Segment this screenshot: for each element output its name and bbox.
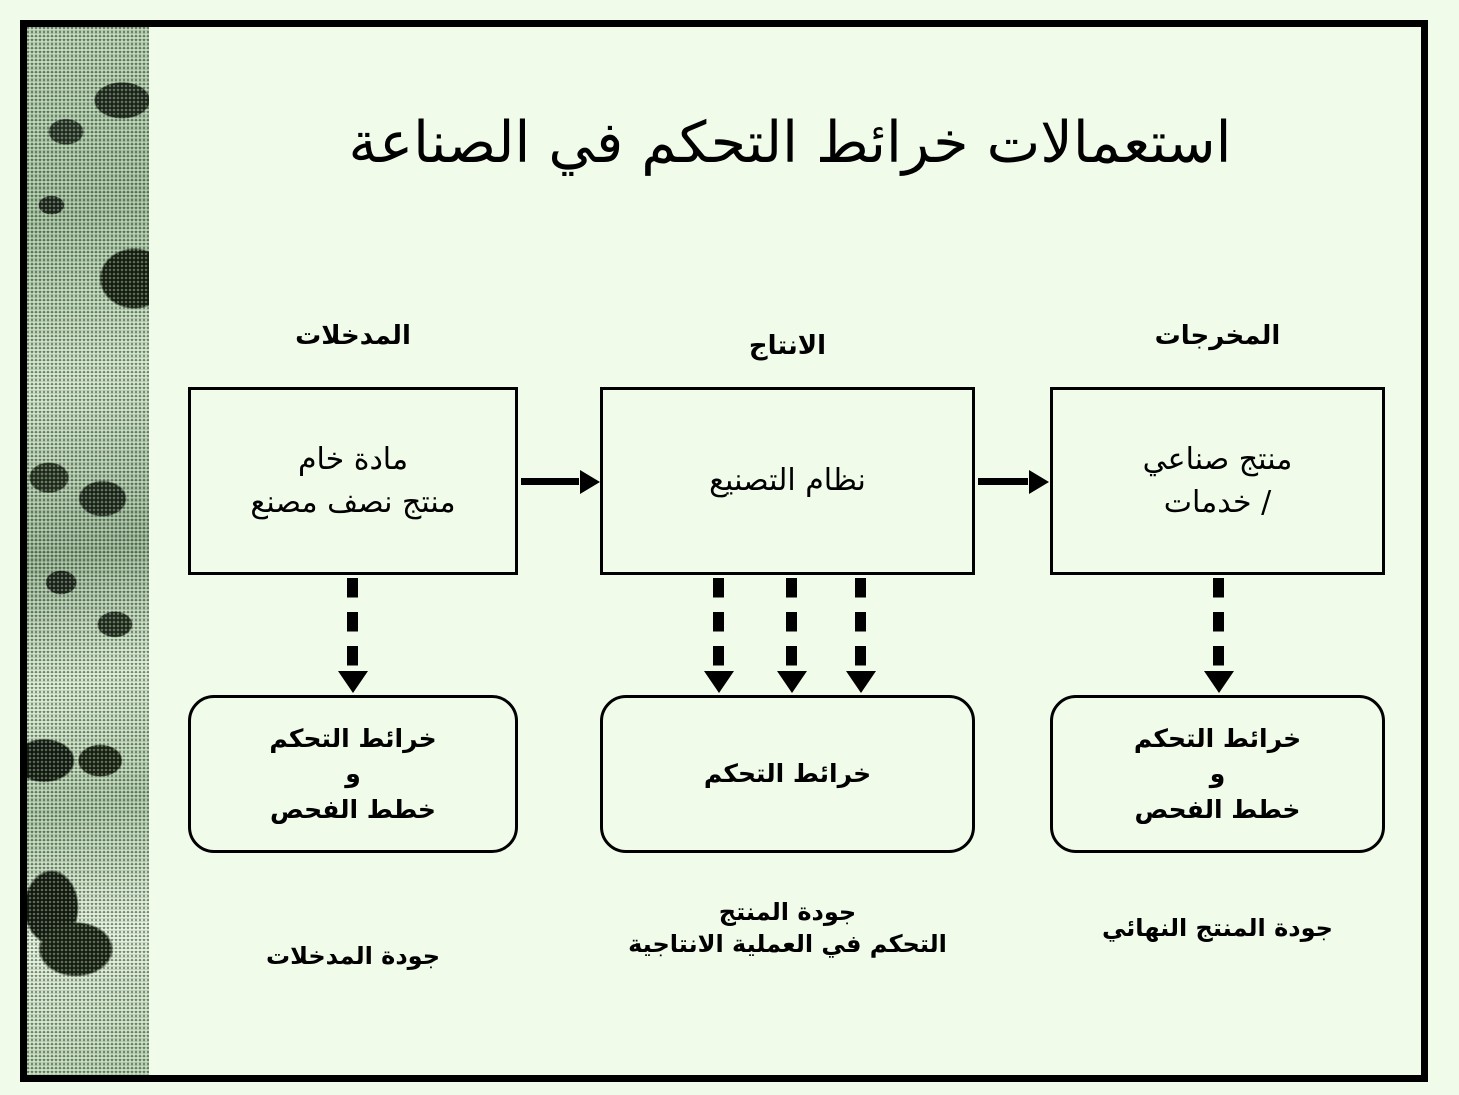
control-box-inputs[interactable]: خرائط التحكم و خطط الفحص (188, 695, 518, 853)
control-box-outputs[interactable]: خرائط التحكم و خطط الفحص (1050, 695, 1385, 853)
control-box-production[interactable]: خرائط التحكم (600, 695, 975, 853)
control-box-production-label: خرائط التحكم (703, 759, 872, 789)
process-box-outputs[interactable]: منتج صناعي / خدمات (1050, 387, 1385, 575)
process-box-production-label: نظام التصنيع (709, 463, 866, 499)
process-box-inputs[interactable]: مادة خام منتج نصف مصنع (188, 387, 518, 575)
caption-production: جودة المنتج التحكم في العملية الانتاجية (628, 898, 947, 959)
column-header-outputs: المخرجات (1154, 321, 1281, 351)
photo-speckle-layer (27, 27, 149, 1075)
page-title: استعمالات خرائط التحكم في الصناعة (348, 110, 1232, 176)
process-box-outputs-label: منتج صناعي / خدمات (1142, 441, 1293, 521)
dashed-arrow-outputs (1213, 578, 1224, 670)
dashed-arrow-production-1 (713, 578, 724, 670)
control-box-outputs-label: خرائط التحكم و خطط الفحص (1133, 723, 1302, 824)
dashed-arrow-inputs (347, 578, 358, 670)
decorative-machinery-image (27, 27, 149, 1075)
caption-inputs: جودة المدخلات (265, 942, 440, 970)
control-box-inputs-label: خرائط التحكم و خطط الفحص (269, 723, 437, 824)
caption-outputs: جودة المنتج النهائي (1102, 914, 1333, 942)
dashed-arrow-production-3 (855, 578, 866, 670)
column-header-inputs: المدخلات (295, 321, 411, 351)
process-box-production[interactable]: نظام التصنيع (600, 387, 975, 575)
flow-arrow-production-to-outputs (978, 478, 1028, 485)
process-box-inputs-label: مادة خام منتج نصف مصنع (250, 441, 456, 521)
photo-blobs-layer (27, 27, 149, 1075)
photo-dither-layer (27, 27, 149, 1075)
column-header-production: الانتاج (748, 331, 827, 361)
dashed-arrow-production-2 (786, 578, 797, 670)
flow-arrow-inputs-to-production (521, 478, 579, 485)
